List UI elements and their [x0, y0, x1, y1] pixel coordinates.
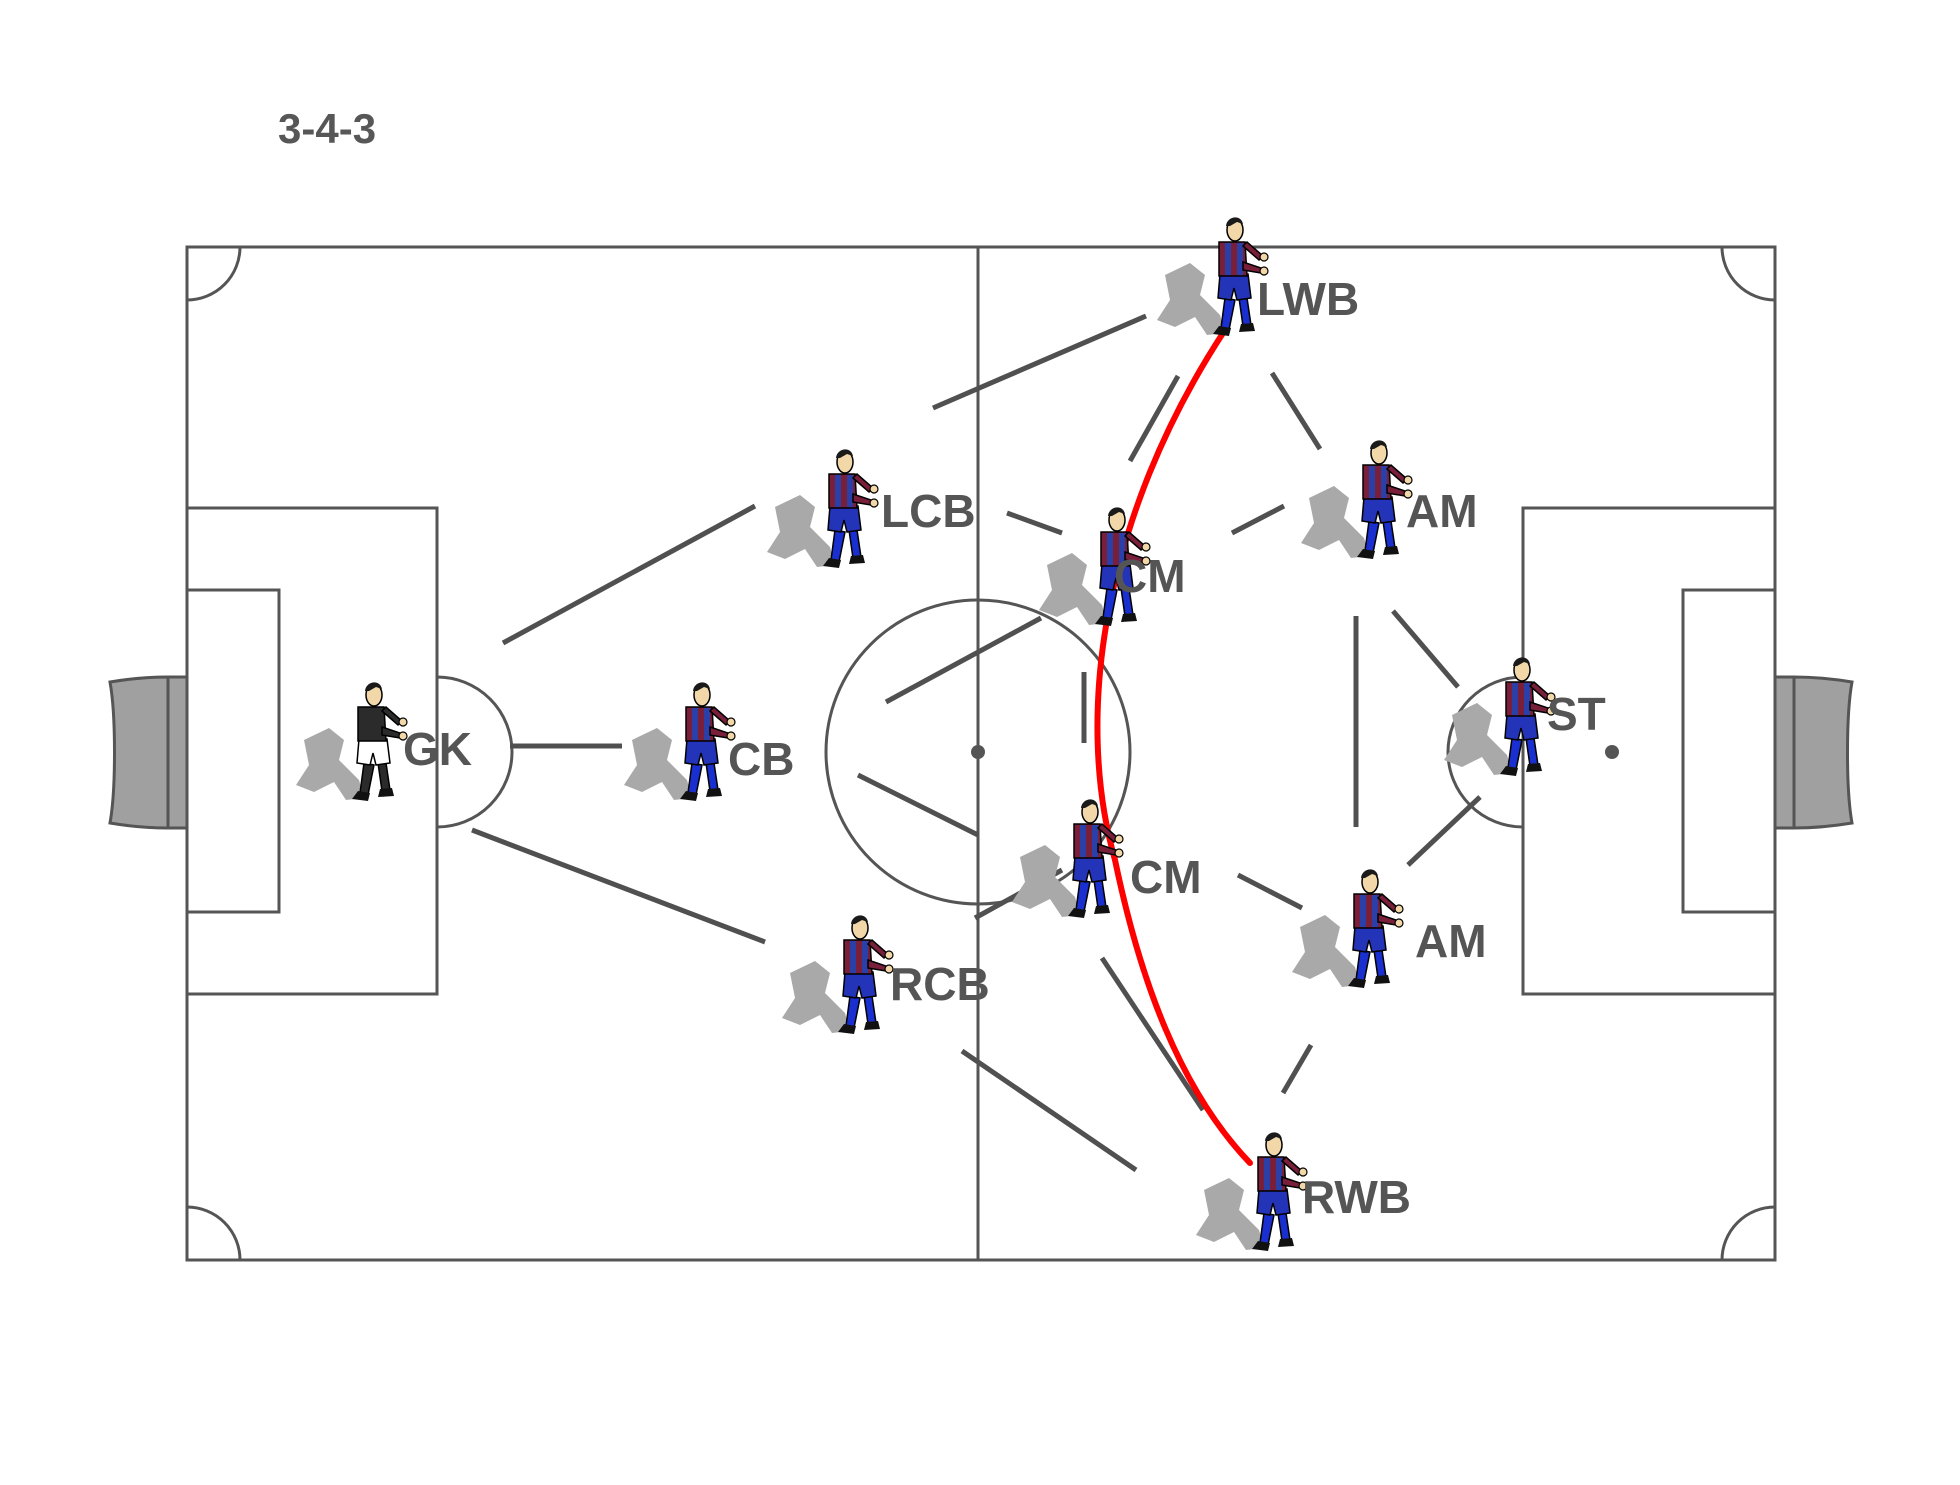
- player-shadow: [296, 728, 364, 800]
- position-label-gk: GK: [403, 723, 472, 775]
- player-shirt: [828, 473, 858, 509]
- link-line: [471, 827, 766, 945]
- left-penalty-arc: [436, 675, 514, 829]
- player-shirt: [685, 706, 715, 742]
- player-shirt: [843, 939, 873, 975]
- position-label-rwb: RWB: [1302, 1171, 1411, 1223]
- player-shirt: [357, 706, 387, 742]
- link-line: [1391, 609, 1460, 689]
- player-shadow: [1196, 1178, 1264, 1250]
- player-gk[interactable]: [296, 682, 408, 801]
- player-shadow: [1444, 703, 1512, 775]
- link-line: [1099, 956, 1206, 1112]
- player-cm2[interactable]: [1012, 799, 1124, 918]
- position-label-cb: CB: [728, 733, 794, 785]
- player-shadow: [1292, 915, 1360, 987]
- link-line: [884, 615, 1043, 705]
- link-line: [1236, 872, 1304, 911]
- centre-circle: [824, 598, 1132, 906]
- link-line: [1269, 371, 1323, 451]
- right-goal-area: [1681, 588, 1777, 914]
- player-cb[interactable]: [624, 682, 736, 801]
- player-st[interactable]: [1444, 657, 1556, 776]
- position-label-am1: AM: [1406, 485, 1478, 537]
- position-label-st: ST: [1547, 688, 1606, 740]
- player-shadow: [1301, 486, 1369, 558]
- link-line: [1127, 374, 1181, 463]
- link-line: [960, 1048, 1138, 1173]
- corner-arc-top-right: [1720, 246, 1776, 302]
- player-cm1[interactable]: [1039, 507, 1151, 626]
- player-rwb[interactable]: [1196, 1132, 1308, 1251]
- link-line: [856, 772, 980, 838]
- player-lwb[interactable]: [1157, 217, 1269, 336]
- position-label-cm2: CM: [1130, 851, 1202, 903]
- position-label-rcb: RCB: [890, 958, 990, 1010]
- player-shirt: [1100, 531, 1130, 567]
- player-shirt: [1257, 1156, 1287, 1192]
- player-shadow: [1157, 263, 1225, 335]
- player-shirt: [1353, 893, 1383, 929]
- player-shirt: [1073, 823, 1103, 859]
- position-label-am2: AM: [1415, 915, 1487, 967]
- wingback-arc: [1094, 327, 1253, 1166]
- link-lines: [471, 313, 1482, 1173]
- player-am2[interactable]: [1292, 869, 1404, 988]
- link-line: [1006, 510, 1063, 536]
- link-line: [1230, 503, 1286, 536]
- position-label-lcb: LCB: [881, 485, 976, 537]
- player-shirt: [1505, 681, 1535, 717]
- player-shirt: [1218, 241, 1248, 277]
- player-shadow: [782, 961, 850, 1033]
- corner-arc-top-left: [186, 246, 242, 302]
- right-penalty-arc: [1446, 675, 1524, 829]
- player-shadow: [1039, 553, 1107, 625]
- player-shadow: [1012, 845, 1080, 917]
- left-goal-area: [185, 588, 281, 914]
- centre-spot: [971, 745, 985, 759]
- corner-arc-bottom-right: [1720, 1205, 1776, 1261]
- link-line: [1280, 1043, 1314, 1095]
- right-penalty-spot: [1605, 745, 1619, 759]
- right-penalty-area: [1521, 506, 1777, 996]
- player-am1[interactable]: [1301, 440, 1413, 559]
- player-shadow: [767, 495, 835, 567]
- player-lcb[interactable]: [767, 449, 879, 568]
- corner-arc-bottom-left: [186, 1205, 242, 1261]
- player-shirt: [1362, 464, 1392, 500]
- player-rcb[interactable]: [782, 915, 894, 1034]
- formation-title: 3-4-3: [278, 105, 377, 152]
- link-line: [501, 503, 757, 646]
- position-label-lwb: LWB: [1257, 273, 1359, 325]
- left-goal: [108, 675, 189, 830]
- link-line: [1406, 795, 1482, 867]
- link-line: [932, 313, 1147, 411]
- player-shadow: [624, 728, 692, 800]
- right-goal: [1773, 675, 1854, 830]
- players-layer: GK CB LCB RCB LWB CM CM RWB AM AM ST: [296, 217, 1606, 1251]
- position-label-cm1: CM: [1114, 550, 1186, 602]
